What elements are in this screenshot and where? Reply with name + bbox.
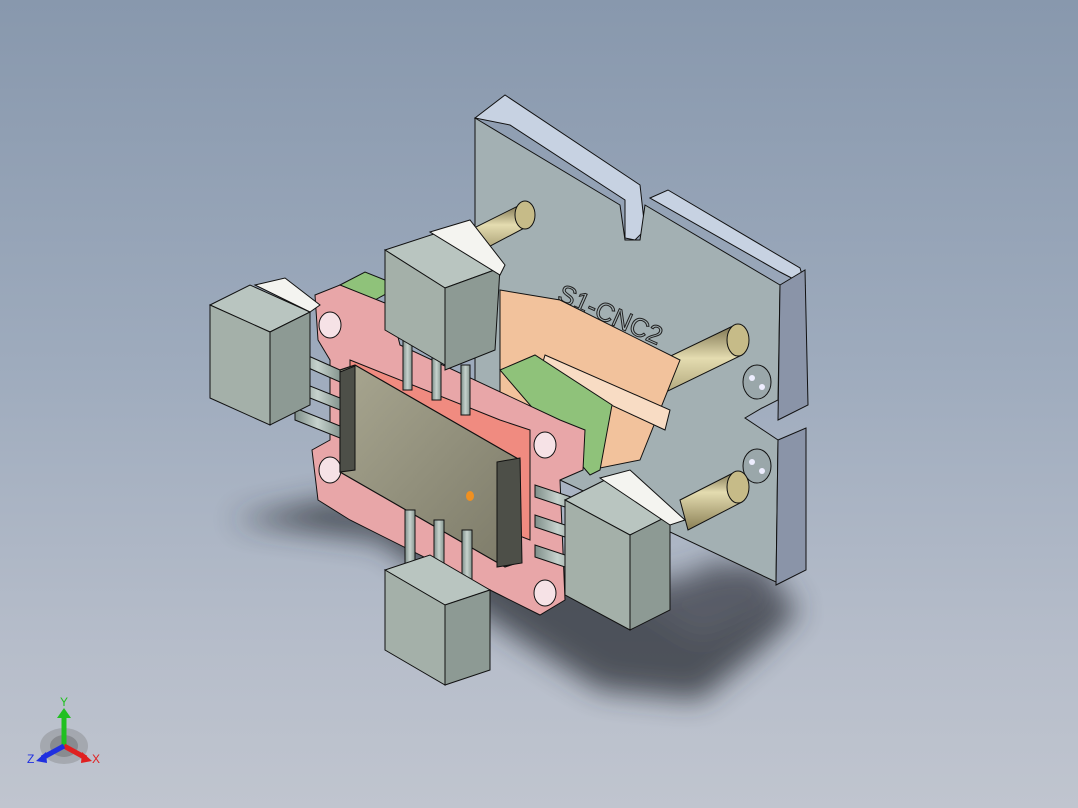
screw-hole [742,448,772,484]
phone-workpiece[interactable] [339,364,523,568]
z-axis-arrow [36,743,66,763]
y-axis-label: Y [60,695,68,709]
y-axis-arrow [57,708,71,746]
x-axis-arrow [62,743,92,763]
pneumatic-cylinder-bottom[interactable] [383,554,492,686]
pneumatic-cylinder-left[interactable] [208,277,321,426]
pneumatic-cylinder-right[interactable] [563,469,686,631]
orientation-triad[interactable]: Y X Z [24,694,114,774]
screw-hole [742,364,772,400]
z-axis-label: Z [27,752,34,766]
x-axis-label: X [92,752,100,766]
pneumatic-cylinder-top[interactable] [383,219,506,371]
